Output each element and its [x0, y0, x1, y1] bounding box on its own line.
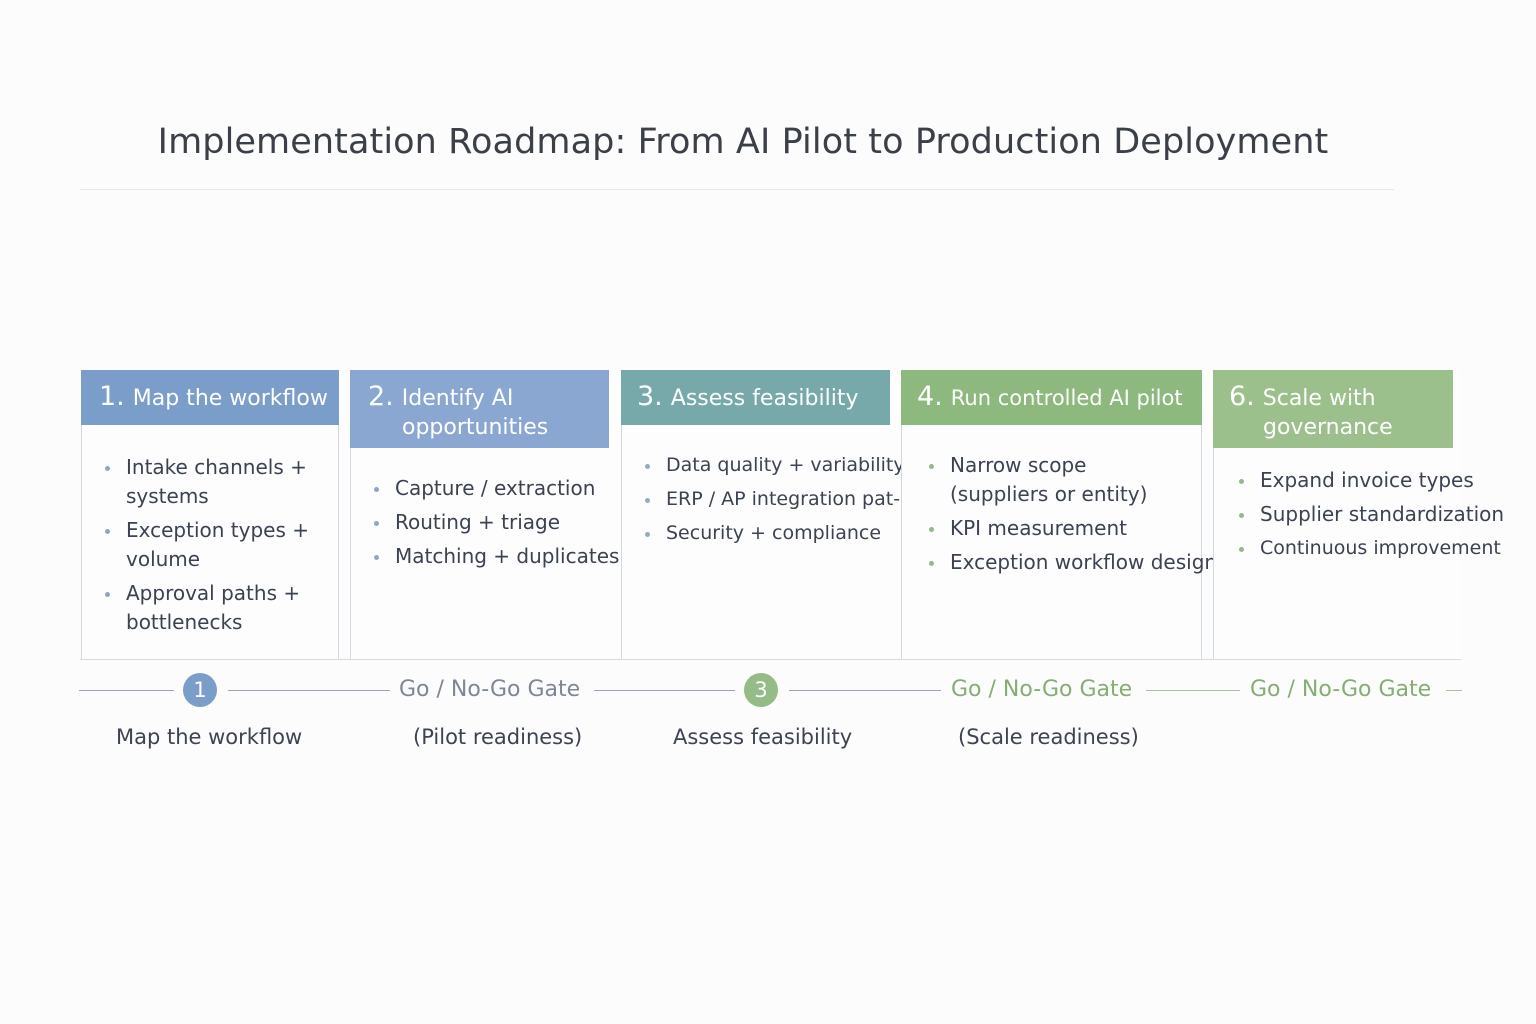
timeline-segment [228, 690, 390, 691]
phase-items: Data quality + variability ERP / AP inte… [622, 451, 905, 553]
timeline-segment [1446, 690, 1462, 691]
phase-number: 4. [917, 381, 943, 412]
phase-header-1: 1. Map the workflow [81, 370, 339, 425]
phase-title: Map the workflow [132, 386, 328, 411]
gate-caption-pilot: (Pilot readiness) [413, 725, 583, 749]
phase-card-1: 1. Map the workflow Intake channels + sys… [81, 370, 339, 659]
phase-title: Scale with [1262, 386, 1376, 411]
timeline-segment [789, 690, 941, 691]
phase-number: 3. [637, 381, 663, 412]
phase-title: Assess feasibility [670, 386, 859, 411]
list-item: Exception workflow design [929, 548, 1217, 577]
milestone-number: 1 [193, 678, 207, 702]
list-item: Narrow scope (suppliers or entity) [929, 451, 1190, 509]
milestone-label-3: Assess feasibility [673, 725, 853, 749]
milestone-label-1: Map the workflow [116, 725, 303, 749]
phase-card-2: 2. Identify AI opportunities Capture / ex… [350, 370, 622, 659]
roadmap-title: Implementation Roadmap: From AI Pilot to… [157, 122, 1329, 162]
phase-header-4: 4. Run controlled AI pilot [901, 370, 1202, 425]
milestone-number: 3 [754, 678, 768, 702]
timeline-segment [79, 690, 174, 691]
list-item: Capture / extraction [374, 474, 620, 503]
gate-caption-scale: (Scale readiness) [958, 725, 1139, 749]
phase-items: Capture / extraction Routing + triage Ma… [351, 474, 620, 576]
phase-header-6: 6. Scale with governance [1213, 370, 1453, 448]
timeline-segment [1146, 690, 1240, 691]
milestone-marker-3: 3 [744, 673, 778, 707]
phase-card-4: 4. Run controlled AI pilot Narrow scope (… [901, 370, 1217, 659]
list-item: Continuous improvement [1239, 534, 1536, 563]
phase-items: Intake channels + systems Exception type… [82, 453, 326, 642]
phase-title: Identify AI [401, 386, 514, 411]
list-item: KPI measurement [929, 514, 1190, 543]
phase-header-2: 2. Identify AI opportunities [350, 370, 609, 448]
gate-label-scale: Go / No-Go Gate [951, 677, 1133, 702]
list-item: Data quality + variability [645, 451, 905, 480]
phase-header-3: 3. Assess feasibility [621, 370, 890, 425]
phase-title-line2: opportunities [402, 415, 549, 440]
list-item: ERP / AP integration pat- [645, 485, 900, 514]
list-item: Security + compliance [645, 519, 900, 548]
list-item: Supplier standardization [1239, 500, 1536, 529]
phase-number: 6. [1229, 381, 1255, 412]
phase-number: 2. [368, 381, 394, 412]
cards-baseline [80, 659, 1461, 660]
phase-title-line2: governance [1263, 415, 1393, 440]
list-item: Approval paths + bottlenecks [105, 579, 326, 637]
list-item: Intake channels + systems [105, 453, 326, 511]
milestone-marker-1: 1 [183, 673, 217, 707]
gate-label-final: Go / No-Go Gate [1250, 677, 1432, 702]
phase-card-3: 3. Assess feasibility Data quality + vari… [621, 370, 905, 659]
timeline-segment [594, 690, 735, 691]
list-item: Routing + triage [374, 508, 620, 537]
phase-title: Run controlled AI pilot [950, 386, 1183, 410]
list-item: Exception types + volume [105, 516, 326, 574]
phase-number: 1. [99, 381, 125, 412]
phase-card-6: 6.Scale with governance Expand invoice t… [1213, 370, 1504, 659]
phase-items: Narrow scope (suppliers or entity) KPI m… [902, 451, 1217, 582]
title-divider [80, 189, 1394, 190]
phase-items: Expand invoice types Supplier standardiz… [1214, 466, 1536, 568]
gate-label-pilot: Go / No-Go Gate [399, 677, 581, 702]
list-item: Expand invoice types [1239, 466, 1536, 495]
list-item: Matching + duplicates [374, 542, 620, 571]
